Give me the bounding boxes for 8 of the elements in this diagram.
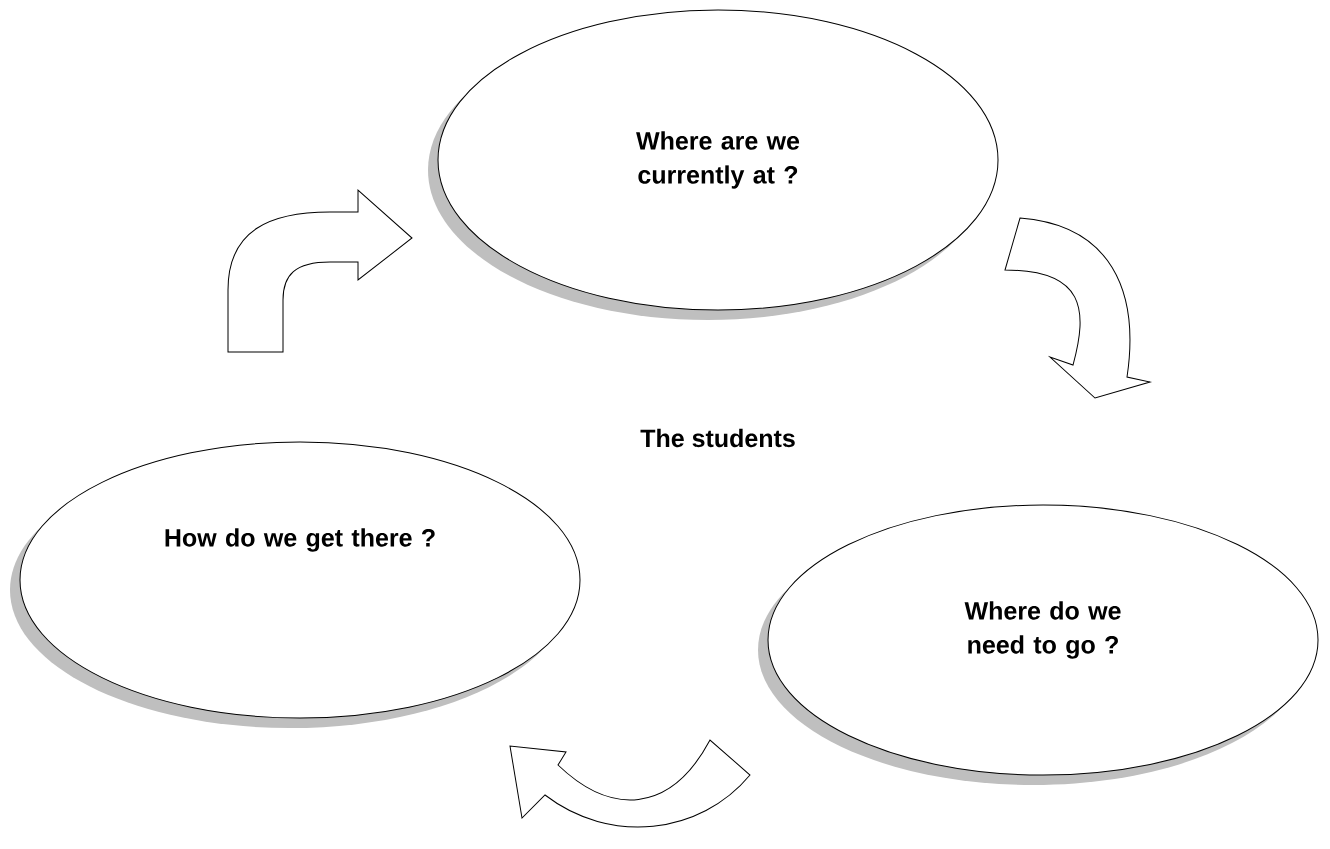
block-arrow	[1004, 217, 1151, 399]
ellipse-node: How do we get there ?	[10, 441, 581, 728]
block-arrow	[227, 189, 413, 353]
center-label: The students	[640, 428, 795, 448]
ellipse-node: Where are we currently at ?	[428, 9, 999, 320]
node-label: Where do we need to go ?	[964, 601, 1121, 659]
ellipse-node: Where do we need to go ?	[758, 504, 1319, 785]
block-arrow	[509, 739, 751, 828]
